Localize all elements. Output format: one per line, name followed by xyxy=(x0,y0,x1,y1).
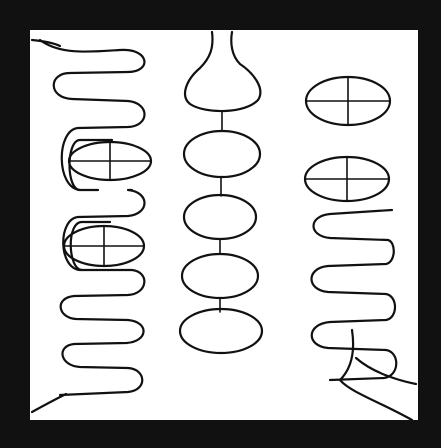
center-chain-oval-3 xyxy=(182,254,258,298)
right-quartered-oval-upper xyxy=(306,77,390,125)
left-quartered-oval-upper xyxy=(69,142,151,180)
right-serpentine-line xyxy=(312,210,397,380)
center-top-bulb xyxy=(185,32,260,111)
bottom-left-corner-stroke xyxy=(32,394,66,412)
left-quartered-oval-lower xyxy=(64,226,144,266)
left-inner-loop-upper xyxy=(70,140,113,190)
right-quartered-oval-lower xyxy=(305,157,389,201)
center-chain-oval-1 xyxy=(184,131,260,177)
left-serpentine-line xyxy=(40,40,145,395)
center-chain-oval-4 xyxy=(180,309,262,353)
right-bottom-tail xyxy=(340,330,412,420)
right-bottom-branch xyxy=(356,358,416,384)
center-chain-oval-2 xyxy=(184,195,256,239)
